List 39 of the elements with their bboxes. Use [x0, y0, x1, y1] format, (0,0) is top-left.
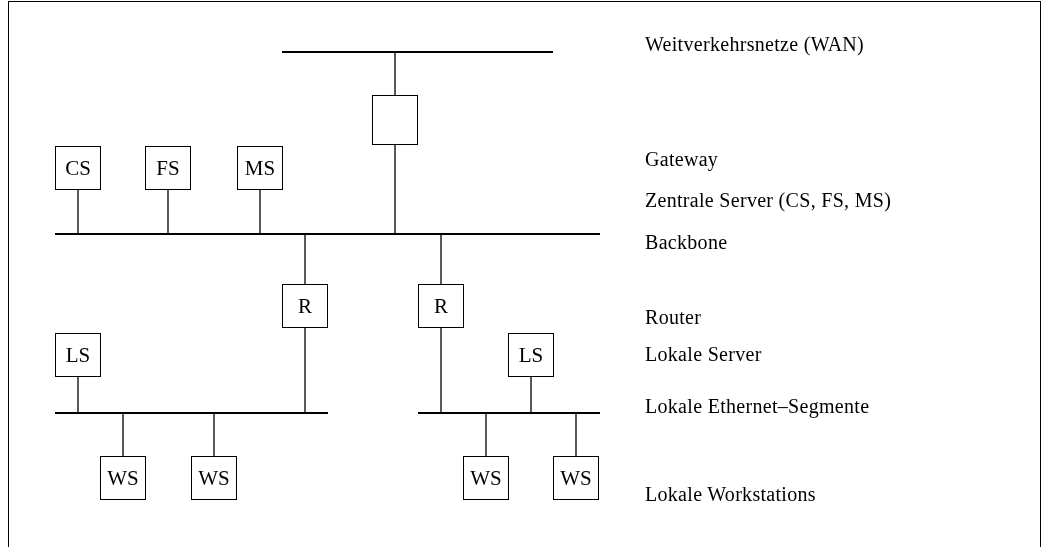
layer-label: Backbone [645, 231, 728, 254]
bus-line [282, 51, 553, 53]
connection-line [440, 234, 442, 285]
connection-line [530, 376, 532, 413]
connection-line [485, 413, 487, 457]
network-device-box: WS [100, 456, 146, 500]
connection-line [259, 189, 261, 234]
connection-line [77, 376, 79, 413]
connection-line [122, 413, 124, 457]
layer-label: Lokale Workstations [645, 483, 816, 506]
layer-label: Weitverkehrsnetze (WAN) [645, 33, 865, 56]
bus-line [418, 412, 600, 414]
network-device-box: WS [191, 456, 237, 500]
layer-label: Gateway [645, 148, 719, 171]
connection-line [304, 234, 306, 285]
layer-label: Router [645, 306, 702, 329]
connection-line [440, 327, 442, 413]
layer-label: Lokale Server [645, 343, 762, 366]
gateway-box [372, 95, 418, 145]
connection-line [167, 189, 169, 234]
network-device-box: CS [55, 146, 101, 190]
network-device-box: WS [553, 456, 599, 500]
network-device-box: LS [508, 333, 554, 377]
network-device-box: WS [463, 456, 509, 500]
layer-label: Zentrale Server (CS, FS, MS) [645, 189, 892, 212]
connection-line [575, 413, 577, 457]
connection-line [77, 189, 79, 234]
bus-line [55, 412, 328, 414]
connection-line [394, 52, 396, 96]
network-device-box: MS [237, 146, 283, 190]
layer-label: Lokale Ethernet–Segmente [645, 395, 870, 418]
network-device-box: R [282, 284, 328, 328]
connection-line [304, 327, 306, 413]
connection-line [213, 413, 215, 457]
network-device-box: R [418, 284, 464, 328]
bus-line [55, 233, 600, 235]
network-device-box: LS [55, 333, 101, 377]
connection-line [394, 144, 396, 234]
network-device-box: FS [145, 146, 191, 190]
